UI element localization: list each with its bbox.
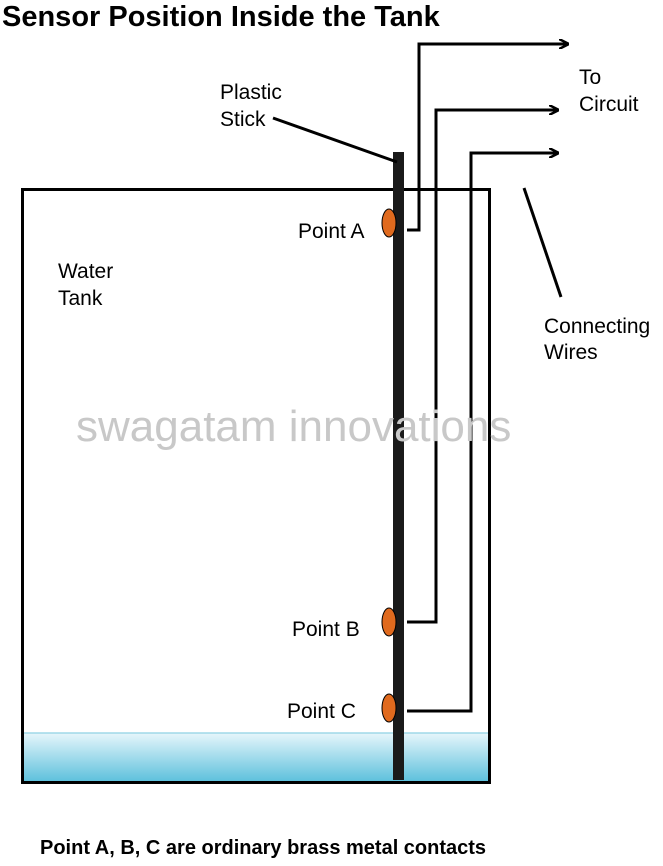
watermark: swagatam innovations <box>76 402 511 451</box>
plastic-stick-leader <box>272 116 398 164</box>
contact-point-c <box>381 693 397 723</box>
connecting-wires-leader <box>522 187 563 298</box>
point-b-label: Point B <box>292 618 360 641</box>
plastic-stick-label-line2: Stick <box>220 108 266 131</box>
water-tank-outline <box>21 188 491 784</box>
plastic-stick <box>393 152 404 780</box>
connecting-wires-label-line1: Connecting <box>544 315 650 338</box>
water-tank-label-line2: Tank <box>58 287 103 310</box>
wire-point-c <box>407 153 558 713</box>
wire-point-b <box>407 110 558 624</box>
wire-point-a <box>407 44 568 232</box>
point-c-label: Point C <box>287 700 356 723</box>
contact-point-a <box>381 208 397 238</box>
connecting-wires-label-line2: Wires <box>544 341 598 364</box>
plastic-stick-label-line1: Plastic <box>220 81 282 104</box>
water-level <box>23 733 489 782</box>
water-tank-label-line1: Water <box>58 260 113 283</box>
to-circuit-label-line1: To <box>579 66 601 89</box>
to-circuit-label-line2: Circuit <box>579 93 639 116</box>
point-a-label: Point A <box>298 220 365 243</box>
footer-note: Point A, B, C are ordinary brass metal c… <box>40 837 486 859</box>
contact-point-b <box>381 607 397 637</box>
diagram-title: Sensor Position Inside the Tank <box>2 1 441 33</box>
